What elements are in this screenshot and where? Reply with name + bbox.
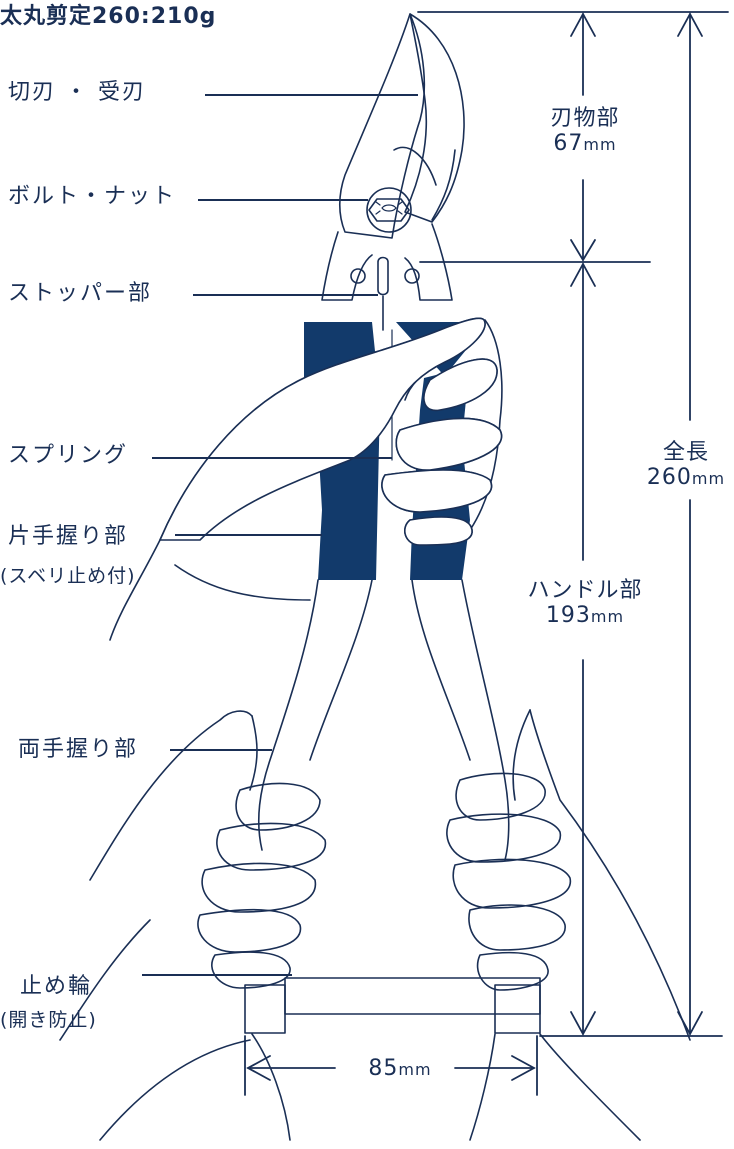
label-one-hand-grip-note: (スベリ止め付) bbox=[0, 565, 136, 587]
stopper-shape bbox=[377, 256, 389, 296]
handle-length-label: ハンドル部 bbox=[527, 578, 643, 603]
grip-width-unit: mm bbox=[398, 1060, 432, 1079]
nut-hexagon bbox=[368, 198, 410, 222]
lock-ring bbox=[284, 977, 541, 1015]
blade-length-label: 刃物部 bbox=[550, 106, 620, 131]
label-stopper: ストッパー部 bbox=[8, 281, 153, 306]
cutting-blade bbox=[404, 13, 465, 223]
total-length-measure: 全長 260mm bbox=[638, 440, 734, 491]
grip-width-value: 85 bbox=[368, 1056, 399, 1081]
label-two-hand-grip: 両手握り部 bbox=[18, 737, 139, 762]
label-blade: 切刃 ・ 受刃 bbox=[8, 80, 146, 105]
blade-length-value: 67 bbox=[553, 131, 584, 157]
label-lock-ring: 止め輪 bbox=[20, 974, 93, 999]
total-length-label: 全長 bbox=[662, 440, 709, 465]
handle-length-measure: ハンドル部 193mm bbox=[520, 578, 650, 629]
handle-length-value: 193 bbox=[545, 603, 591, 629]
anvil-blade bbox=[338, 13, 426, 239]
diagram-title: 太丸剪定260:210g bbox=[0, 4, 217, 29]
label-lock-ring-note: (開き防止) bbox=[0, 1009, 97, 1031]
bolt-circle bbox=[366, 187, 412, 233]
crab-icon bbox=[375, 201, 403, 215]
blade-length-unit: mm bbox=[583, 135, 617, 155]
total-length-unit: mm bbox=[691, 469, 726, 489]
blade-length-measure: 刃物部 67mm bbox=[545, 106, 625, 157]
grip-width-measure: 85mm bbox=[345, 1056, 455, 1081]
handle-length-unit: mm bbox=[590, 607, 625, 627]
label-one-hand-grip: 片手握り部 bbox=[8, 524, 129, 549]
label-bolt-nut: ボルト・ナット bbox=[8, 184, 177, 209]
label-spring: スプリング bbox=[8, 443, 129, 468]
total-length-value: 260 bbox=[646, 465, 692, 491]
